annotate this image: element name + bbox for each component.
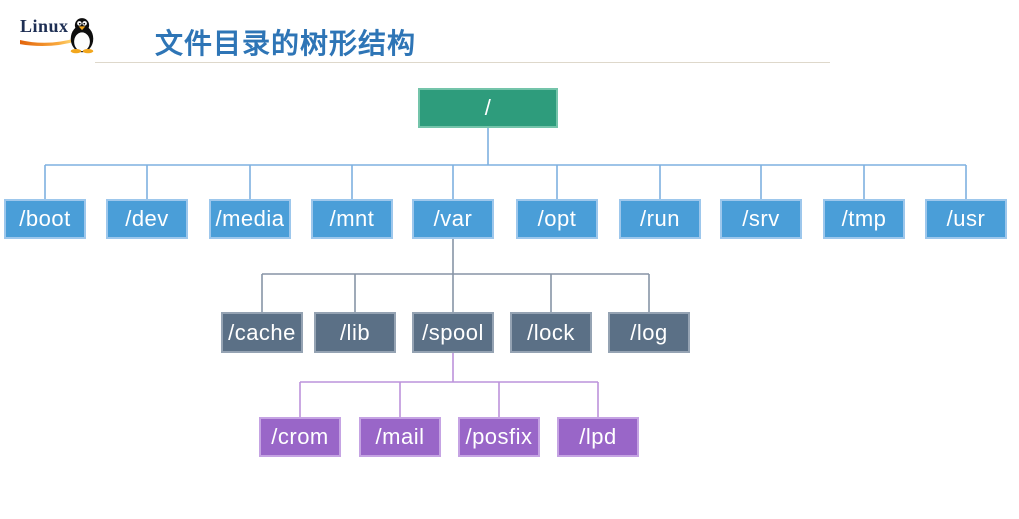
title-divider <box>95 62 830 63</box>
tree-node-lock: /lock <box>510 312 592 353</box>
tree-node-srv: /srv <box>720 199 802 239</box>
logo-swoosh-icon <box>20 37 78 47</box>
tree-node-run: /run <box>619 199 701 239</box>
tree-node-usr: /usr <box>925 199 1007 239</box>
tree-node-tmp: /tmp <box>823 199 905 239</box>
tree-node-cache: /cache <box>221 312 303 353</box>
linux-logo-text: Linux <box>20 16 69 36</box>
tree-node-spool: /spool <box>412 312 494 353</box>
tree-node-posfix: /posfix <box>458 417 540 457</box>
tree-node-lpd: /lpd <box>557 417 639 457</box>
tree-node-boot: /boot <box>4 199 86 239</box>
linux-logo: Linux <box>20 15 100 61</box>
tree-node-dev: /dev <box>106 199 188 239</box>
tux-penguin-icon <box>70 18 94 54</box>
tree-node-mail: /mail <box>359 417 441 457</box>
tree-node-media: /media <box>209 199 291 239</box>
tree-node-crom: /crom <box>259 417 341 457</box>
tree-node-opt: /opt <box>516 199 598 239</box>
tree-node-root: / <box>418 88 558 128</box>
tree-node-lib: /lib <box>314 312 396 353</box>
tree-node-log: /log <box>608 312 690 353</box>
tree-node-var: /var <box>412 199 494 239</box>
page-title: 文件目录的树形结构 <box>155 28 417 59</box>
tree-node-mnt: /mnt <box>311 199 393 239</box>
